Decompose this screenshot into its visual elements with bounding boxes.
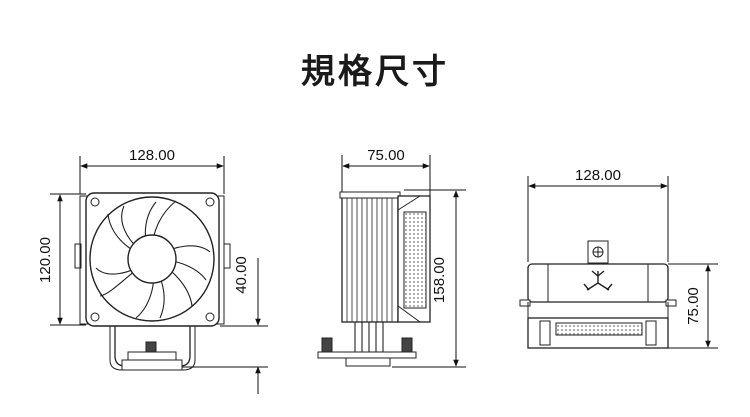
fan-to-base-label: 40.00 [233, 256, 250, 294]
side-dimensions [341, 155, 466, 368]
top-dimensions [527, 176, 718, 349]
front-view [74, 192, 231, 371]
front-dimensions [50, 156, 268, 394]
fin-lines [346, 196, 393, 322]
front-width-label: 128.00 [129, 147, 175, 164]
side-depth-label: 75.00 [367, 147, 405, 164]
top-width-label: 128.00 [575, 167, 621, 184]
front-height-label: 120.00 [37, 237, 54, 283]
top-view [519, 240, 677, 349]
brand-logo [583, 270, 613, 291]
top-mesh [555, 322, 643, 336]
top-depth-label: 75.00 [685, 287, 702, 325]
side-view [317, 191, 431, 367]
fan-hub [127, 234, 177, 284]
page-title: 規格尺寸 [301, 52, 449, 92]
fan-ring [89, 196, 215, 322]
side-height-label: 158.00 [431, 257, 448, 303]
